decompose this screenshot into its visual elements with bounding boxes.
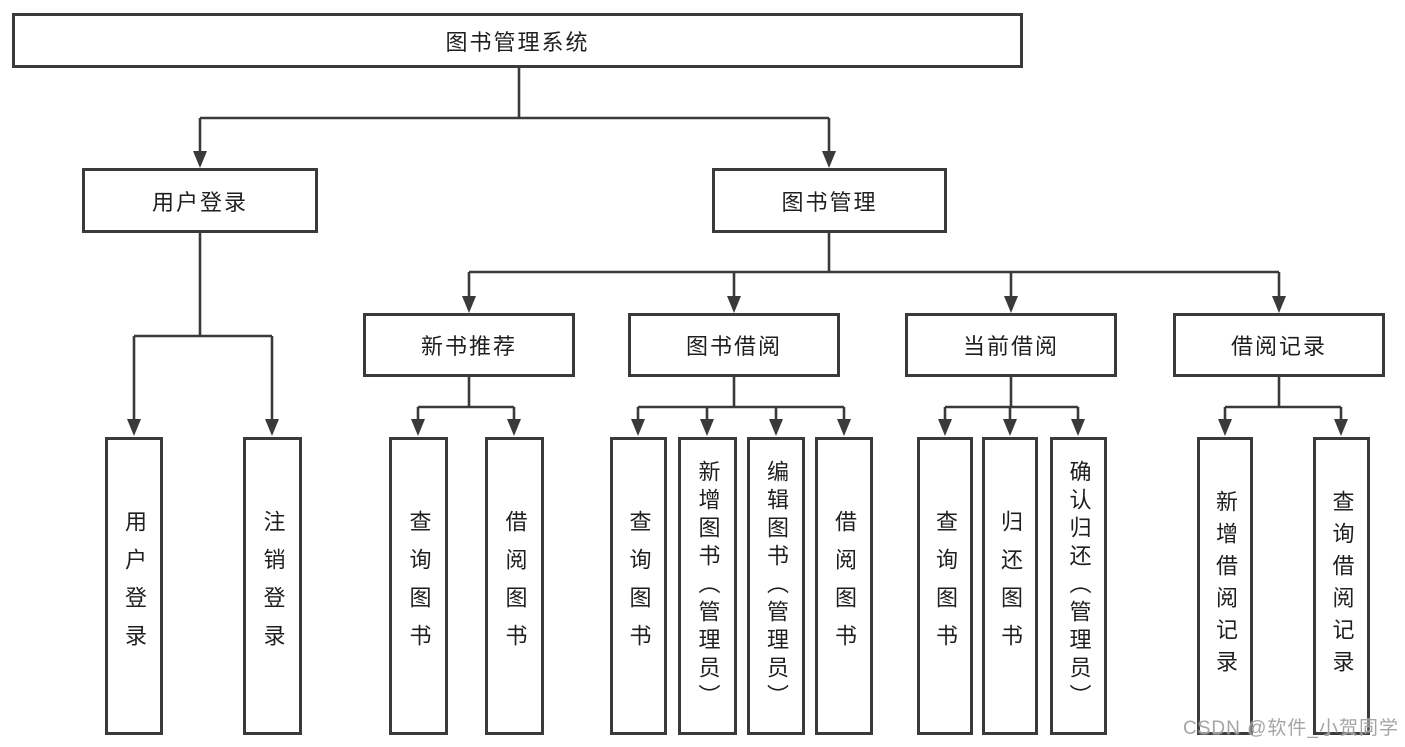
leaf-add-book-admin-label: 新增图书（管理员） [695, 460, 721, 712]
node-new-book-recommend: 新书推荐 [363, 313, 575, 377]
node-new-book-recommend-label: 新书推荐 [420, 334, 517, 359]
leaf-confirm-return-admin: 确认归还（管理员） [1050, 437, 1107, 735]
node-current-borrow: 当前借阅 [905, 313, 1117, 377]
leaf-borrow-book-2: 借阅图书 [815, 437, 873, 735]
csdn-watermark: CSDN @软件_小贺同学 [1183, 718, 1399, 739]
leaf-borrow-book-1-label: 借阅图书 [502, 510, 528, 662]
leaf-add-borrow-record: 新增借阅记录 [1197, 437, 1253, 735]
node-book-borrow-label: 图书借阅 [685, 334, 782, 359]
node-book-borrow: 图书借阅 [628, 313, 840, 377]
leaf-edit-book-admin: 编辑图书（管理员） [747, 437, 805, 735]
leaf-logout: 注销登录 [243, 437, 302, 735]
leaf-borrow-book-1: 借阅图书 [485, 437, 544, 735]
leaf-query-book-3: 查询图书 [917, 437, 973, 735]
leaf-query-borrow-record-label: 查询借阅记录 [1329, 490, 1355, 682]
leaf-logout-label: 注销登录 [260, 510, 286, 662]
node-book-management: 图书管理 [712, 168, 947, 233]
leaf-add-book-admin: 新增图书（管理员） [678, 437, 737, 735]
node-user-login: 用户登录 [82, 168, 318, 233]
leaf-user-login-label: 用户登录 [122, 510, 147, 662]
leaf-confirm-return-admin-label: 确认归还（管理员） [1066, 460, 1092, 712]
node-borrow-record-label: 借阅记录 [1230, 334, 1327, 359]
node-user-login-label: 用户登录 [151, 189, 248, 215]
node-root-label: 图书管理系统 [445, 29, 590, 55]
leaf-user-login: 用户登录 [105, 437, 163, 735]
node-root: 图书管理系统 [12, 13, 1023, 68]
node-current-borrow-label: 当前借阅 [962, 334, 1059, 359]
node-borrow-record: 借阅记录 [1173, 313, 1385, 377]
leaf-return-book-label: 归还图书 [998, 510, 1023, 662]
leaf-query-borrow-record: 查询借阅记录 [1313, 437, 1370, 735]
leaf-query-book-1-label: 查询图书 [406, 510, 432, 662]
node-book-management-label: 图书管理 [781, 189, 878, 215]
leaf-query-book-2-label: 查询图书 [626, 510, 652, 662]
leaf-return-book: 归还图书 [982, 437, 1038, 735]
leaf-query-book-2: 查询图书 [610, 437, 667, 735]
leaf-query-book-3-label: 查询图书 [933, 510, 958, 662]
leaf-borrow-book-2-label: 借阅图书 [832, 510, 857, 662]
leaf-query-book-1: 查询图书 [389, 437, 448, 735]
leaf-add-borrow-record-label: 新增借阅记录 [1213, 490, 1238, 682]
leaf-edit-book-admin-label: 编辑图书（管理员） [764, 460, 789, 712]
